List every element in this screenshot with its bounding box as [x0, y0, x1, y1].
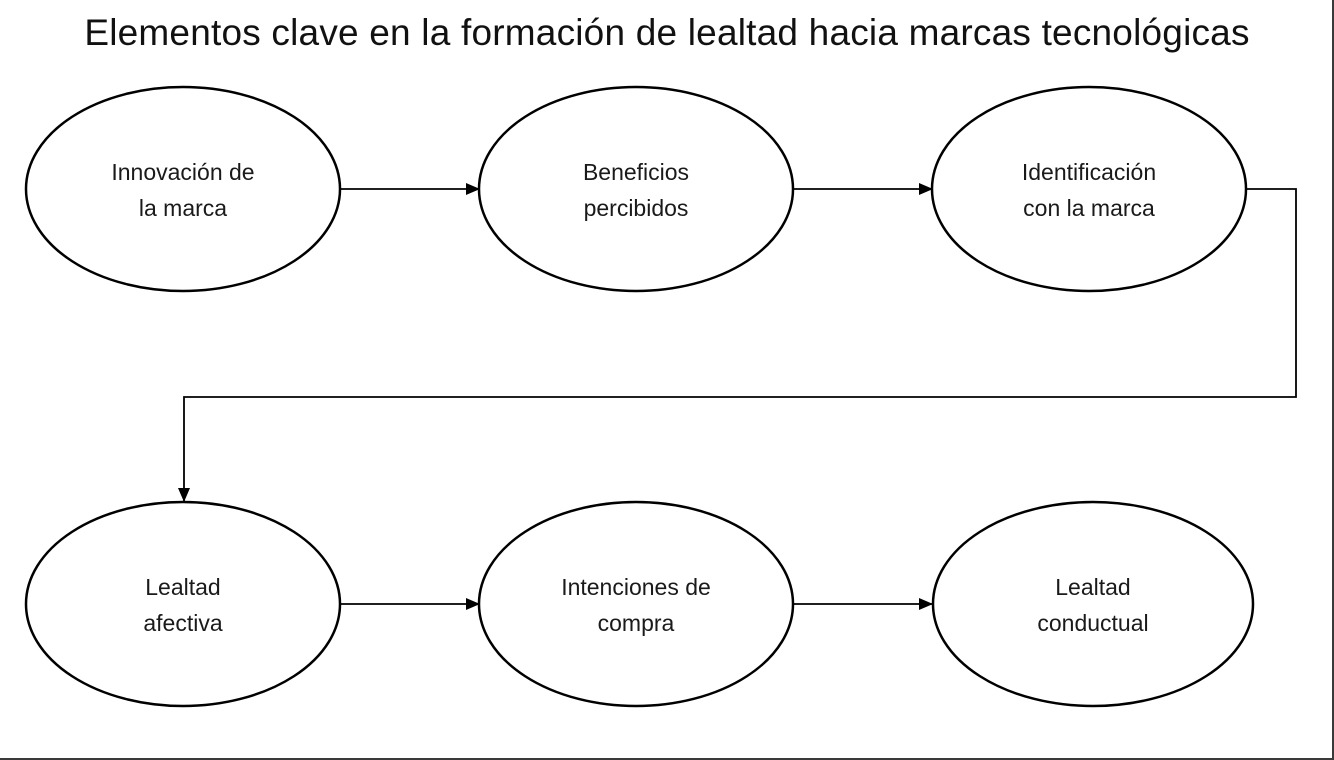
node-label: Lealtad conductual: [1037, 574, 1149, 636]
node-label: Intenciones de compra: [561, 574, 711, 636]
diagram-title: Elementos clave en la formación de lealt…: [84, 12, 1250, 53]
node-lealtad-afectiva: Lealtad afectiva: [33, 555, 333, 655]
node-ellipse-innovacion: [24, 85, 342, 293]
node-innovacion: Innovación de la marca: [33, 140, 333, 240]
arrow-identificacion-lealtad-afectiva: [178, 188, 1297, 502]
node-intenciones: Intenciones de compra: [486, 555, 786, 655]
node-beneficios: Beneficios percibidos: [486, 140, 786, 240]
node-label: Innovación de la marca: [111, 159, 255, 221]
node-identificacion: Identificación con la marca: [939, 140, 1239, 240]
node-ellipse-lealtad-afectiva: [24, 500, 342, 708]
node-label: Identificación con la marca: [1021, 159, 1157, 221]
node-label: Lealtad afectiva: [143, 574, 223, 636]
node-ellipse-lealtad-conductual: [931, 500, 1255, 708]
node-label: Beneficios percibidos: [582, 159, 690, 221]
node-lealtad-conductual: Lealtad conductual: [943, 555, 1243, 655]
